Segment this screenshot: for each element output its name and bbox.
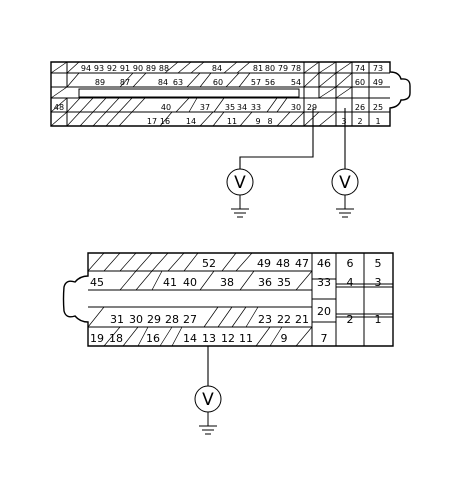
pin-number: 16 bbox=[146, 332, 160, 345]
pin-number: 93 bbox=[94, 64, 104, 73]
pin-number: 74 bbox=[355, 64, 365, 73]
pin-number: 34 bbox=[237, 103, 247, 112]
pin-number: 81 bbox=[253, 64, 263, 73]
pin-number: 19 bbox=[90, 332, 104, 345]
pin-number: 26 bbox=[355, 103, 365, 112]
pin-number: 89 bbox=[146, 64, 156, 73]
pin-number: 11 bbox=[239, 332, 253, 345]
pin-number: 84 bbox=[158, 78, 168, 87]
pin-number: 5 bbox=[375, 257, 382, 270]
pin-number: 14 bbox=[186, 117, 196, 126]
pin-number: 56 bbox=[265, 78, 275, 87]
pin-number: 92 bbox=[107, 64, 117, 73]
pin-number: 30 bbox=[129, 313, 143, 326]
pin-number: 4 bbox=[347, 276, 354, 289]
pin-number: 88 bbox=[159, 64, 169, 73]
pin-number: 28 bbox=[165, 313, 179, 326]
pin-number: 29 bbox=[147, 313, 161, 326]
pin-number: 84 bbox=[212, 64, 222, 73]
pin-number: 3 bbox=[341, 117, 346, 126]
pin-number: 40 bbox=[161, 103, 171, 112]
top-connector bbox=[50, 61, 411, 169]
pin-number: 60 bbox=[213, 78, 223, 87]
pin-number: 54 bbox=[291, 78, 301, 87]
voltmeter-icon: V bbox=[331, 168, 359, 196]
voltmeter-symbol: V bbox=[339, 173, 351, 193]
pin-number: 20 bbox=[317, 305, 331, 318]
pin-number: 35 bbox=[225, 103, 235, 112]
ground-icon bbox=[199, 412, 217, 435]
pin-number: 17 bbox=[147, 117, 157, 126]
pin-number: 23 bbox=[258, 313, 272, 326]
pin-number: 31 bbox=[110, 313, 124, 326]
pin-number: 48 bbox=[54, 103, 64, 112]
pin-number: 3 bbox=[375, 276, 382, 289]
pin-number: 45 bbox=[90, 276, 104, 289]
pin-number: 6 bbox=[347, 257, 354, 270]
pin-number: 94 bbox=[81, 64, 91, 73]
pin-number: 29 bbox=[307, 103, 317, 112]
pin-number: 2 bbox=[347, 313, 354, 326]
pin-number: 91 bbox=[120, 64, 130, 73]
pin-number: 80 bbox=[265, 64, 275, 73]
pin-number: 73 bbox=[373, 64, 383, 73]
pin-number: 36 bbox=[258, 276, 272, 289]
pin-number: 21 bbox=[295, 313, 309, 326]
pin-number: 78 bbox=[291, 64, 301, 73]
pin-number: 33 bbox=[251, 103, 261, 112]
pin-number: 40 bbox=[183, 276, 197, 289]
pin-number: 49 bbox=[373, 78, 383, 87]
pin-number: 7 bbox=[321, 332, 328, 345]
pin-number: 22 bbox=[277, 313, 291, 326]
pin-number: 2 bbox=[357, 117, 362, 126]
pin-number: 13 bbox=[202, 332, 216, 345]
pin-number: 79 bbox=[278, 64, 288, 73]
pin-number: 49 bbox=[257, 257, 271, 270]
pin-number: 30 bbox=[291, 103, 301, 112]
pin-number: 11 bbox=[227, 117, 237, 126]
pin-number: 46 bbox=[317, 257, 331, 270]
pin-number: 87 bbox=[120, 78, 130, 87]
pin-number: 47 bbox=[295, 257, 309, 270]
pin-number: 38 bbox=[220, 276, 234, 289]
ground-icon bbox=[231, 195, 249, 218]
pin-number: 14 bbox=[183, 332, 197, 345]
pin-number: 1 bbox=[375, 313, 382, 326]
pin-number: 16 bbox=[160, 117, 170, 126]
pin-number: 41 bbox=[163, 276, 177, 289]
pin-number: 89 bbox=[95, 78, 105, 87]
pin-number: 63 bbox=[173, 78, 183, 87]
pin-number: 8 bbox=[267, 117, 272, 126]
pin-number: 27 bbox=[183, 313, 197, 326]
pin-number: 18 bbox=[109, 332, 123, 345]
voltmeter-icon: V bbox=[194, 385, 222, 413]
voltmeter-symbol: V bbox=[234, 173, 246, 193]
pin-number: 57 bbox=[251, 78, 261, 87]
pin-number: 9 bbox=[281, 332, 288, 345]
pin-number: 37 bbox=[200, 103, 210, 112]
pin-number: 33 bbox=[317, 276, 331, 289]
pin-number: 35 bbox=[277, 276, 291, 289]
pin-number: 9 bbox=[255, 117, 260, 126]
pin-number: 48 bbox=[276, 257, 290, 270]
voltmeter-icon: V bbox=[226, 168, 254, 196]
ground-icon bbox=[336, 195, 354, 218]
pin-number: 25 bbox=[373, 103, 383, 112]
voltmeter-symbol: V bbox=[202, 390, 214, 410]
pin-number: 90 bbox=[133, 64, 143, 73]
bottom-connector bbox=[62, 252, 394, 386]
pin-number: 52 bbox=[202, 257, 216, 270]
pin-number: 1 bbox=[375, 117, 380, 126]
pin-number: 60 bbox=[355, 78, 365, 87]
pin-number: 12 bbox=[221, 332, 235, 345]
